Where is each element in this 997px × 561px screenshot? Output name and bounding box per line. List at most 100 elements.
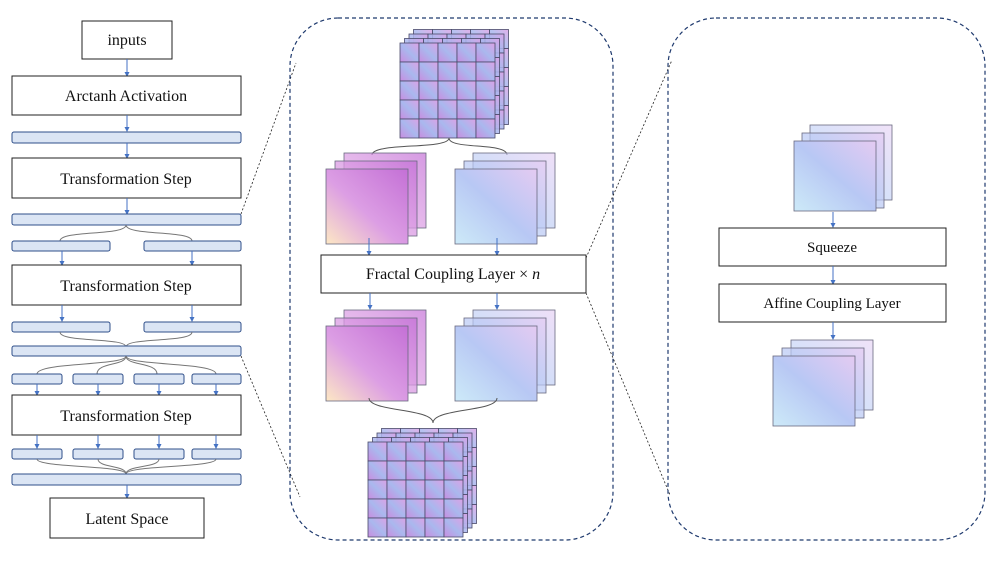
split-connector — [36, 355, 127, 375]
grid-cell — [386, 479, 407, 500]
grid-cell — [443, 479, 464, 500]
grid-cell — [405, 479, 426, 500]
grid-cell — [475, 118, 496, 139]
grid-cell — [475, 61, 496, 82]
merge-connector — [432, 397, 498, 424]
zoom-guide-line — [240, 62, 297, 215]
feature-bar — [11, 213, 242, 226]
merge-connector — [97, 458, 127, 475]
step-3-label: Transformation Step — [60, 408, 191, 425]
feature-map-stack-icon — [793, 124, 893, 212]
feature-bar-half — [143, 240, 242, 252]
latent-space-box: Latent Space — [49, 497, 205, 539]
feature-bar — [11, 131, 242, 144]
grid-tensor-icon — [367, 428, 477, 538]
grid-cell — [443, 441, 464, 462]
feature-bar-quarter — [133, 448, 185, 460]
feature-bar-quarter — [191, 448, 242, 460]
feature-bar-half — [11, 240, 111, 252]
grid-tensor-icon — [399, 29, 509, 139]
grid-cell — [418, 99, 439, 120]
grid-cell — [437, 118, 458, 139]
fractal-coupling-label: Fractal Coupling Layer × n — [366, 266, 540, 283]
feature-bar-quarter — [191, 373, 242, 385]
left-flow: inputs Arctanh Activation Transformation… — [11, 20, 242, 539]
split-connector — [448, 137, 508, 156]
feature-map-stack-icon — [325, 309, 427, 402]
zoom-guide-line — [240, 355, 301, 498]
grid-cell — [367, 479, 388, 500]
grid-cell — [424, 460, 445, 481]
grid-cell — [405, 517, 426, 538]
grid-cell — [437, 99, 458, 120]
arctanh-box: Arctanh Activation — [11, 75, 242, 116]
merge-connector — [36, 458, 127, 475]
grid-cell — [399, 99, 420, 120]
grid-cell — [367, 460, 388, 481]
grid-cell — [456, 80, 477, 101]
feature-bar-quarter — [11, 448, 63, 460]
grid-cell — [399, 61, 420, 82]
merge-connector — [125, 458, 160, 475]
grid-cell — [437, 80, 458, 101]
squeeze-label: Squeeze — [807, 240, 857, 256]
zoom-guide-line — [585, 59, 673, 259]
grid-cell — [456, 118, 477, 139]
affine-detail-panel — [667, 17, 986, 541]
latent-space-label: Latent Space — [85, 511, 168, 528]
grid-cell — [399, 80, 420, 101]
grid-cell — [456, 42, 477, 63]
grid-cell — [418, 42, 439, 63]
squeeze-box: Squeeze — [718, 227, 947, 267]
grid-cell — [367, 517, 388, 538]
step-2-label: Transformation Step — [60, 278, 191, 295]
transformation-step-2: Transformation Step — [11, 264, 242, 306]
grid-cell — [475, 80, 496, 101]
grid-cell — [475, 99, 496, 120]
grid-cell — [418, 118, 439, 139]
grid-cell — [443, 460, 464, 481]
merge-connector — [125, 458, 217, 475]
zoom-guide-line — [585, 292, 671, 496]
grid-cell — [443, 517, 464, 538]
merge-connector — [59, 331, 127, 348]
transformation-step-1: Transformation Step — [11, 157, 242, 199]
grid-cell — [405, 498, 426, 519]
split-connector — [125, 224, 193, 242]
feature-bar-quarter — [133, 373, 185, 385]
split-connector — [96, 355, 127, 375]
grid-cell — [386, 498, 407, 519]
grid-cell — [405, 441, 426, 462]
grid-cell — [386, 460, 407, 481]
grid-cell — [405, 460, 426, 481]
feature-bar-quarter — [72, 448, 124, 460]
split-connector — [371, 137, 450, 156]
grid-cell — [399, 42, 420, 63]
grid-cell — [437, 42, 458, 63]
grid-cell — [437, 61, 458, 82]
grid-cell — [475, 42, 496, 63]
grid-cell — [367, 441, 388, 462]
arctanh-label: Arctanh Activation — [65, 88, 187, 105]
grid-cell — [443, 498, 464, 519]
grid-cell — [424, 479, 445, 500]
grid-cell — [424, 517, 445, 538]
grid-cell — [424, 498, 445, 519]
grid-cell — [456, 61, 477, 82]
feature-map-stack-icon — [454, 309, 556, 402]
feature-bar — [11, 345, 242, 357]
grid-cell — [386, 517, 407, 538]
merge-connector — [368, 397, 434, 424]
fractal-detail-panel — [289, 17, 614, 541]
grid-cell — [386, 441, 407, 462]
feature-map-stack-icon — [454, 152, 556, 245]
grid-cell — [367, 498, 388, 519]
inputs-label: inputs — [107, 32, 146, 49]
fractal-coupling-layer-box: Fractal Coupling Layer × n — [320, 254, 587, 294]
feature-bar — [11, 473, 242, 486]
grid-cell — [399, 118, 420, 139]
feature-bar-quarter — [11, 373, 63, 385]
feature-bar-half — [11, 321, 111, 333]
grid-cell — [456, 99, 477, 120]
